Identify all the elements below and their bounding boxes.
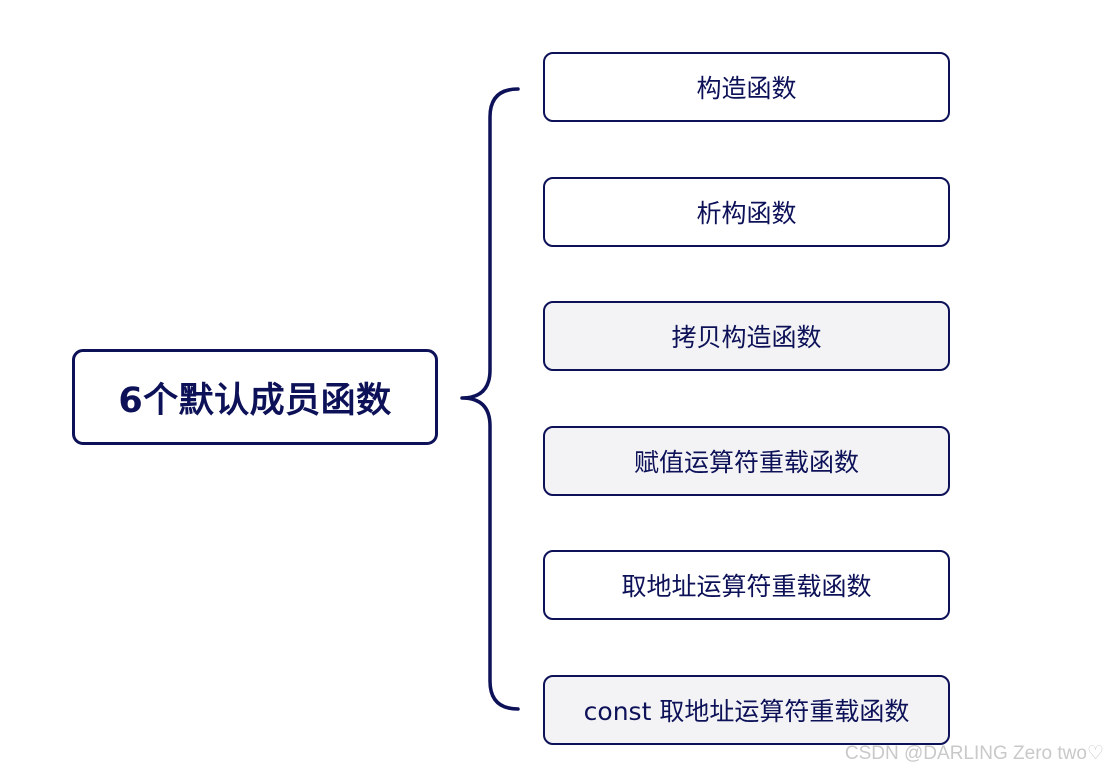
child-node-constructor: 构造函数: [543, 52, 950, 122]
child-node-address-operator: 取地址运算符重载函数: [543, 550, 950, 620]
child-node-const-address-operator: const 取地址运算符重载函数: [543, 675, 950, 745]
child-node-label: 拷贝构造函数: [671, 323, 822, 352]
watermark: CSDN @DARLING Zero two♡: [844, 743, 1104, 764]
child-node-assignment-operator: 赋值运算符重载函数: [543, 426, 950, 496]
brace-path: [460, 87, 520, 711]
child-node-label: 构造函数: [696, 74, 797, 103]
root-node: 6个默认成员函数: [72, 349, 438, 445]
child-node-copy-constructor: 拷贝构造函数: [543, 301, 950, 371]
child-node-label: const 取地址运算符重载函数: [583, 697, 910, 726]
child-node-label: 赋值运算符重载函数: [633, 448, 859, 477]
child-node-label: 取地址运算符重载函数: [621, 572, 872, 601]
root-node-label: 6个默认成员函数: [118, 380, 392, 421]
child-node-destructor: 析构函数: [543, 177, 950, 247]
child-node-label: 析构函数: [696, 199, 797, 228]
